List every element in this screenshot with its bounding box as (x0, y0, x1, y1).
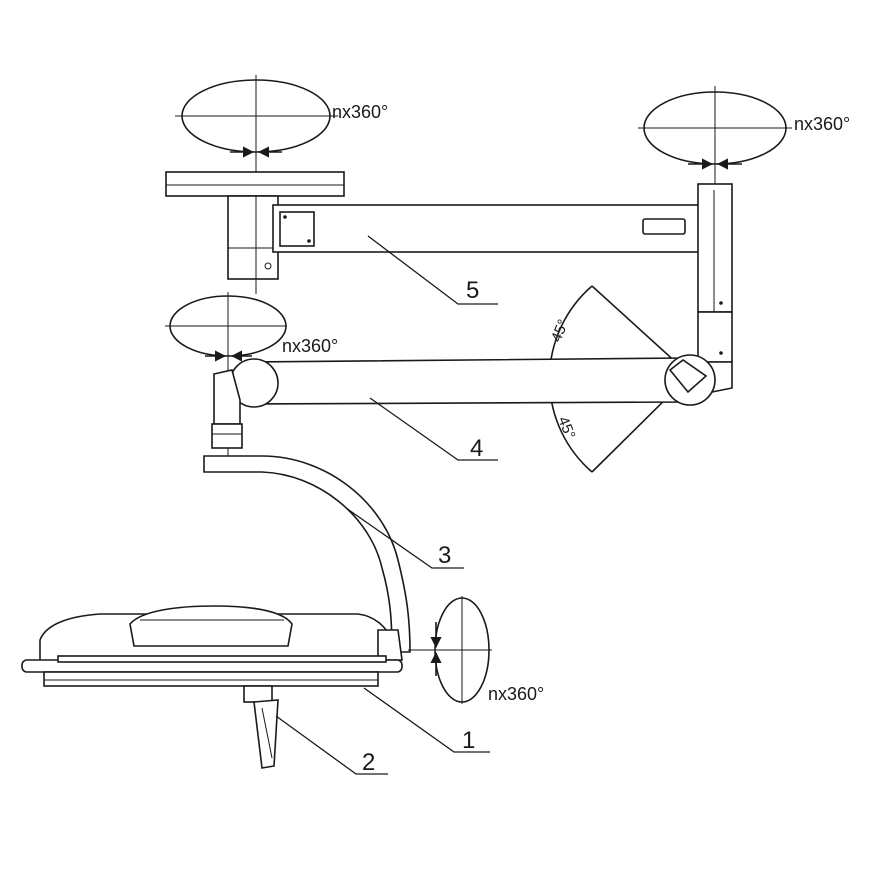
rotation-symbol-lamp-head: nx360° (408, 596, 544, 704)
part-number-1: 1 (462, 727, 475, 754)
part-number-2: 2 (362, 749, 375, 776)
ceiling-mount (165, 171, 345, 294)
rotation-label-lamp-head: nx360° (488, 684, 544, 704)
rotation-label-arm: nx360° (282, 336, 338, 356)
yoke-shaft (211, 369, 243, 449)
rotation-label-arm-joint: nx360° (794, 114, 850, 134)
part-number-4: 4 (470, 435, 483, 462)
extension-arm-5 (272, 183, 733, 393)
angle-label-lower: 45° (554, 414, 578, 441)
rotation-label-ceiling: nx360° (332, 102, 388, 122)
part-number-3: 3 (438, 542, 451, 569)
rotation-symbol-arm: nx360° (165, 292, 338, 456)
lamp-head-1 (21, 605, 403, 687)
part-number-5: 5 (466, 277, 479, 304)
rotation-symbol-arm-joint: nx360° (638, 86, 850, 190)
pivot-arm-4 (229, 354, 716, 408)
handle-2 (243, 685, 279, 769)
angle-label-upper: 45° (548, 317, 572, 344)
rotation-symbol-ceiling: nx360° (175, 75, 388, 196)
part-number-callouts: 5 4 3 1 2 (275, 235, 498, 776)
